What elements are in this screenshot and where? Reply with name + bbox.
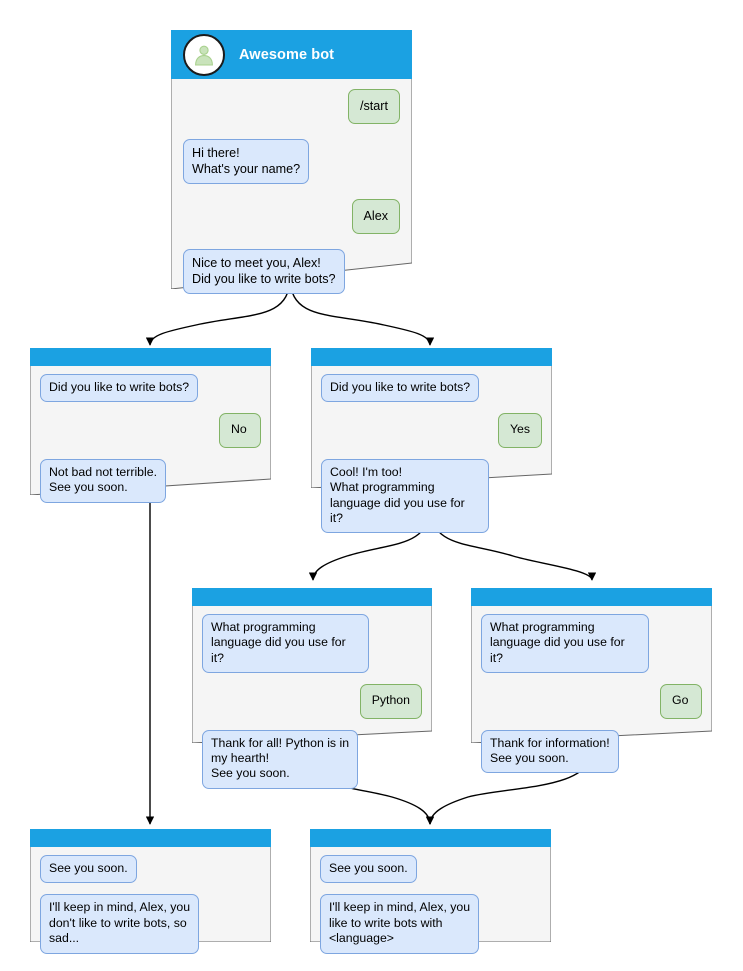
card-end-happy[interactable]: See you soon. I'll keep in mind, Alex, y… (310, 829, 551, 954)
message-bubble-user: Alex (351, 199, 400, 234)
message-bubble-bot: Cool! I'm too! What programming language… (321, 458, 489, 534)
message-bubble-bot: I'll keep in mind, Alex, you like to wri… (320, 894, 480, 954)
message-bubble-bot: Not bad not terrible. See you soon. (40, 458, 167, 503)
card-header-bar (30, 829, 271, 847)
message-bubble-bot: Did you like to write bots? (321, 374, 480, 403)
message-bubble-bot: See you soon. (40, 855, 137, 884)
message-list: What programming language did you use fo… (192, 606, 432, 789)
message-bubble-bot: Thank for information! See you soon. (481, 729, 619, 774)
card-header-bar (30, 348, 271, 366)
message-bubble-bot: See you soon. (320, 855, 417, 884)
card-header-bar (192, 588, 432, 606)
message-bubble-user: Yes (497, 413, 542, 448)
message-bubble-user: /start (348, 89, 400, 124)
card-start[interactable]: Awesome bot /start Hi there! What's your… (171, 30, 412, 294)
card-yes[interactable]: Did you like to write bots? Yes Cool! I'… (311, 348, 552, 534)
card-end-sad[interactable]: See you soon. I'll keep in mind, Alex, y… (30, 829, 271, 954)
message-bubble-bot: Thank for all! Python is in my hearth! S… (202, 729, 359, 789)
card-go[interactable]: What programming language did you use fo… (471, 588, 712, 774)
message-list: Did you like to write bots? No Not bad n… (30, 366, 271, 503)
card-python[interactable]: What programming language did you use fo… (192, 588, 432, 789)
bot-name-label: Awesome bot (239, 46, 335, 63)
message-list: See you soon. I'll keep in mind, Alex, y… (30, 847, 271, 954)
card-header-bar (471, 588, 712, 606)
message-bubble-bot: Nice to meet you, Alex! Did you like to … (183, 249, 345, 294)
bot-header: Awesome bot (171, 30, 412, 79)
message-bubble-bot: Hi there! What's your name? (183, 139, 310, 184)
message-list: See you soon. I'll keep in mind, Alex, y… (310, 847, 551, 954)
message-bubble-bot: Did you like to write bots? (40, 374, 199, 403)
message-bubble-bot: What programming language did you use fo… (481, 614, 649, 674)
message-bubble-user: Python (359, 684, 422, 719)
message-list: What programming language did you use fo… (471, 606, 712, 774)
message-list: /start Hi there! What's your name? Alex … (171, 79, 412, 294)
message-bubble-bot: What programming language did you use fo… (202, 614, 370, 674)
card-header-bar (310, 829, 551, 847)
person-avatar-icon (183, 33, 225, 76)
card-header-bar (311, 348, 552, 366)
message-bubble-user: Go (660, 684, 702, 719)
card-no[interactable]: Did you like to write bots? No Not bad n… (30, 348, 271, 503)
message-list: Did you like to write bots? Yes Cool! I'… (311, 366, 552, 534)
message-bubble-user: No (219, 413, 261, 448)
message-bubble-bot: I'll keep in mind, Alex, you don't like … (40, 894, 200, 954)
